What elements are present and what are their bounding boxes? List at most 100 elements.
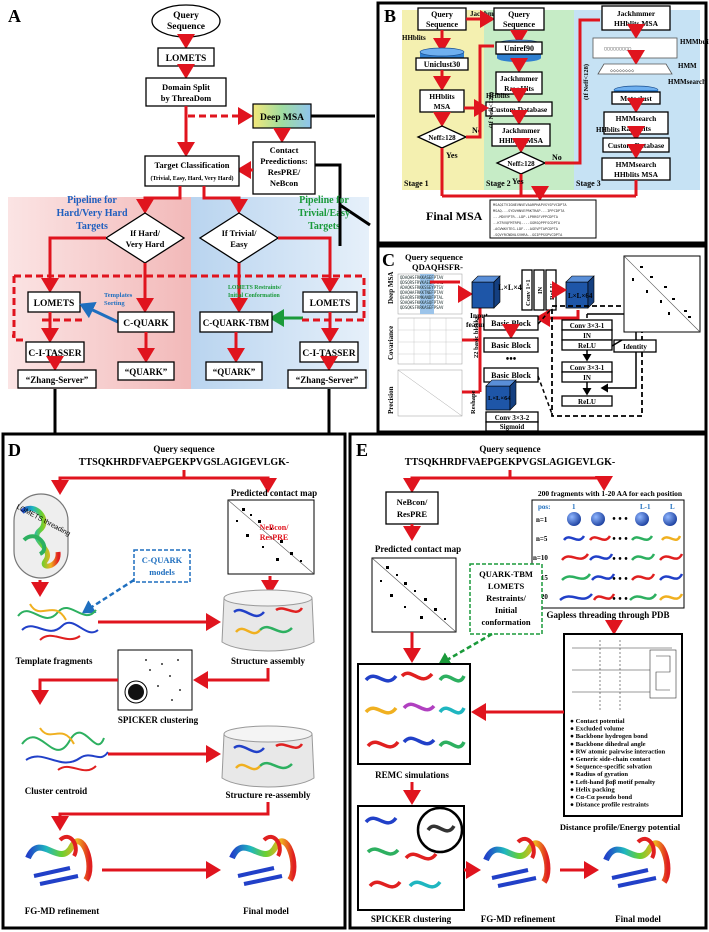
c-l441-text: L×L×441	[498, 283, 530, 292]
lomets-text-top: LOMETS	[166, 54, 207, 64]
e-pos1-text: 1	[572, 503, 576, 511]
c-identity-box	[613, 339, 657, 353]
svg-text:-SQVYRCNDNLSVHRA--GGIPPSSPVCDP: -SQVYRCNDNLSVHRA--GGIPPSSPVCDPTA	[493, 233, 563, 237]
d-nebcon-text-2: ResPRE	[260, 533, 288, 542]
svg-text:--KTRVQFMTRPQ----GGRSQPPFSCDPT: --KTRVQFMTRPQ----GGRSQPPFSCDPTA	[493, 221, 561, 225]
zhang-server-box-left	[17, 369, 97, 389]
c-l64-cube-top	[565, 275, 595, 309]
b-customdb-text-1: Custom Database	[491, 105, 548, 114]
b-neff-text-1: Neff≥128	[428, 134, 456, 142]
b-final-msa-text: Final MSA	[426, 209, 483, 223]
e-quark-tbm-box	[469, 563, 543, 635]
e-qtbm-text-1: QUARK-TBM	[479, 569, 533, 579]
e-energy-list: ● Contact potential● Excluded volume ● Ba…	[570, 718, 666, 809]
b-hhmsa-text-1: HHblits	[429, 92, 455, 101]
e-nebcon-text-2: ResPRE	[397, 509, 428, 519]
e-posL-text: L	[670, 503, 675, 511]
uniref-db: Uniref90	[495, 39, 543, 62]
e-energy-item: ● Generic side-chain contact	[570, 756, 651, 763]
b-hhblits-3: HHblits	[596, 126, 620, 134]
svg-text:-AGVWKVTEG-LDF---AGEVPTAPCDPTA: -AGVWKVTEG-LDF---AGEVPTAPCDPTA	[493, 227, 559, 231]
templates-text-1: Templates	[104, 292, 133, 299]
e-qtbm-text-2: LOMETS	[488, 581, 525, 591]
b-yes-text-1: Yes	[446, 151, 458, 160]
b-jackhhblits-text-2: HHblits MSA	[614, 19, 659, 28]
e-energy-item: ● Backbone dihedral angle	[570, 741, 646, 748]
panel-label-c: C	[382, 250, 395, 270]
c-basic-block-detail	[551, 305, 643, 417]
d-cquark-text-2: models	[149, 567, 175, 577]
c-query-text: Query sequence	[405, 252, 463, 262]
e-energy-item: ● Contact potential	[570, 718, 625, 725]
b-hmmbuild-text: HMMbuild	[680, 38, 709, 46]
e-pos-text: pos:	[538, 503, 550, 511]
c-input-text-2: features	[466, 320, 492, 329]
d-template-fragments-image	[17, 603, 99, 641]
panel-e-frame	[348, 432, 708, 930]
quark-box-left	[117, 361, 175, 381]
svg-text:QDSQRSFRVKAEEFPTAI: QDSQRSFRVKAEEFPTAI	[400, 280, 444, 285]
b-hmm-text: HMM	[678, 62, 697, 70]
d-structure-assembly-image	[221, 589, 315, 652]
zhang-left-text: “Zhang-Server”	[26, 375, 89, 385]
e-energy-item: ● Radius of gyration	[570, 771, 628, 778]
e-energy-item: ● Cα-Cα pseudo bond	[570, 794, 632, 801]
c-identity-text: Identity	[623, 343, 647, 351]
c-sigmoid-box	[485, 421, 539, 432]
target-text-2: (Trivial, Easy, Hard, Very Hard)	[150, 175, 233, 182]
pipe-easy-text-2: Trivial/Easy	[298, 208, 350, 219]
d-cluster-centroid-image	[21, 727, 109, 772]
d-contactmap-text: Predicted contact map	[231, 488, 317, 498]
zhang-server-box-right	[287, 369, 367, 389]
b-stage2-text: Stage 2	[486, 179, 511, 188]
pipe-easy-text-3: Targets	[308, 221, 340, 232]
e-n1-text: n=1	[536, 516, 548, 524]
c-msa-grid: QDAQHSFRKKASEFPTAV QDSQRSFRVKAEEFPTAI AD…	[397, 273, 463, 315]
query-text-1: Query	[173, 11, 199, 21]
e-query-text: Query sequence	[479, 444, 540, 454]
e-remc-text: REMC simulations	[375, 770, 449, 780]
query-sequence-node	[151, 4, 221, 38]
e-qtbm-text-4: Initial	[495, 605, 518, 615]
b-iflt-text-1: (If Neff<128)	[488, 92, 495, 128]
c-conv32-text: Conv 3×3-2	[495, 414, 530, 422]
e-distance-profile-diagram	[572, 640, 677, 712]
c-relu1-text: ReLU	[549, 283, 556, 300]
e-dots-row4: • • •	[612, 574, 628, 585]
e-dots-row5: • • •	[612, 594, 628, 605]
d-nebcon-text-1: NeBcon/	[260, 523, 290, 532]
e-energy-item: ● Excluded volume	[570, 726, 624, 733]
svg-text:SDAQHSFKKKASQFPTAV: SDAQHSFKKKASQFPTAV	[400, 300, 444, 305]
b-no-text-1: No	[472, 126, 482, 135]
e-fragment-rows	[559, 535, 684, 602]
b-query-text-3: Query	[508, 10, 530, 19]
e-dots-row1: • • •	[612, 514, 628, 525]
d-final-protein-image	[229, 834, 297, 886]
quark-right-text: “QUARK”	[213, 367, 256, 377]
b-customdb-text-2: Custom Database	[608, 141, 665, 150]
panel-label-e: E	[356, 440, 368, 460]
e-final-text: Final model	[615, 914, 661, 924]
c-conv3a-text: Conv 3×3-1	[570, 322, 605, 330]
e-nebcon-text-1: NeBcon/	[397, 497, 428, 507]
contact-text-3: ResPRE/	[268, 167, 301, 177]
e-gapless-text: Gapless threading through PDB	[547, 610, 670, 620]
e-final-protein-image	[603, 836, 671, 888]
c-conv1x1-box	[521, 269, 533, 311]
panel-label-d: D	[8, 440, 21, 460]
svg-text:QDSQKSFRRKASEFPSAV: QDSQKSFRRKASEFPSAV	[400, 305, 444, 310]
b-no-text-2: No	[552, 153, 562, 162]
pipe-hard-text-2: Hard/Very Hard	[56, 208, 127, 219]
d-final-text: Final model	[243, 906, 289, 916]
b-hmmraw-text-2: Raw Hits	[621, 124, 651, 133]
lomets-left-text: LOMETS	[34, 299, 75, 309]
b-jackraw-text-1: Jackhmmer	[500, 74, 539, 83]
d-centroid-text: Cluster centroid	[25, 786, 87, 796]
e-fgmd-text: FG-MD refinement	[481, 914, 556, 924]
panel-c: C Query sequence QDAQHSFR- QDAQHSFRKKASE…	[338, 206, 708, 434]
d-cquark-text-1: C-QUARK	[142, 555, 183, 565]
c-blocks-text: 22 basic blocks	[473, 316, 480, 358]
templates-text-2: Sorting	[104, 300, 125, 307]
panel-label-b: B	[384, 6, 396, 26]
